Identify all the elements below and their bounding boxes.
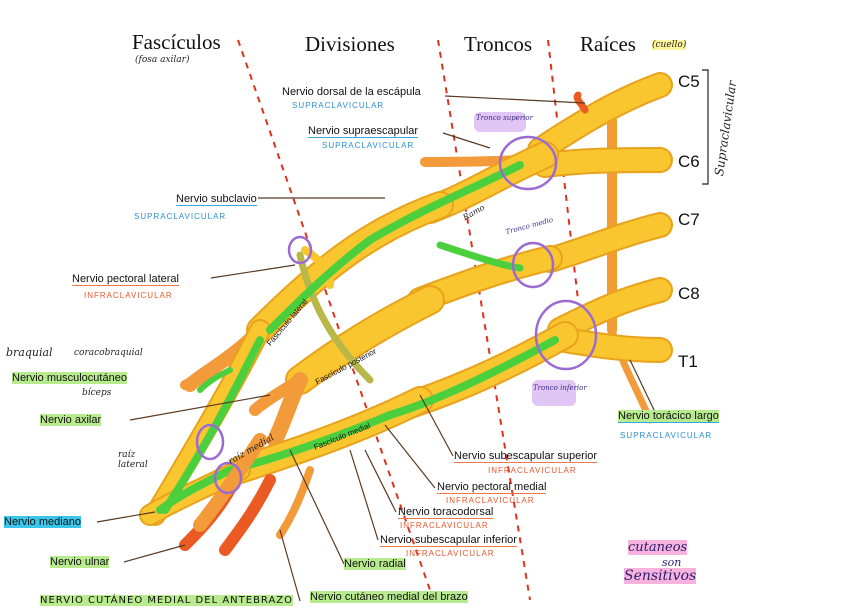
leader-lines bbox=[96, 95, 656, 602]
label-musculocutaneo: Nervio musculocutáneo bbox=[12, 372, 127, 384]
header-raices-note: (cuello) bbox=[652, 40, 687, 50]
label-dorsal-escapula: Nervio dorsal de la escápula bbox=[282, 86, 421, 98]
header-fasciculos: Fascículos bbox=[132, 30, 221, 54]
label-toracodorsal: Nervio toracodorsal bbox=[398, 506, 494, 519]
root-bracket bbox=[702, 69, 709, 185]
root-c5: C5 bbox=[678, 72, 700, 91]
group-subescapular-sup: INFRACLAVICULAR bbox=[488, 466, 577, 475]
peripheral-nerves bbox=[179, 365, 314, 556]
note-cutaneos: cutaneos bbox=[628, 540, 688, 555]
root-c7: C7 bbox=[678, 210, 700, 229]
label-cutaneo-brazo: Nervio cutáneo medial del brazo bbox=[310, 591, 468, 603]
note-biceps: bíceps bbox=[82, 388, 112, 398]
root-t1: T1 bbox=[678, 352, 698, 371]
group-supraescapular: SUPRACLAVICULAR bbox=[322, 141, 415, 150]
olive-branch bbox=[296, 251, 374, 384]
header-troncos: Troncos bbox=[464, 32, 533, 56]
label-subescapular-sup: Nervio subescapular superior bbox=[454, 450, 598, 463]
divider-fasciculos-divisiones bbox=[237, 39, 431, 591]
label-pectoral-medial: Nervio pectoral medial bbox=[437, 481, 547, 494]
group-subclavio: SUPRACLAVICULAR bbox=[134, 212, 227, 221]
header-fasciculos-note: (fosa axilar) bbox=[135, 55, 190, 65]
label-cutaneo-antebrazo: NERVIO CUTÁNEO MEDIAL DEL ANTEBRAZO bbox=[40, 595, 294, 606]
label-supraescapular: Nervio supraescapular bbox=[308, 125, 419, 138]
note-sensitivos: Sensitivos bbox=[624, 568, 697, 584]
label-ulnar: Nervio ulnar bbox=[50, 556, 110, 568]
group-toracodorsal: INFRACLAVICULAR bbox=[400, 521, 489, 530]
note-coracobraquial: coracobraquial bbox=[74, 348, 143, 358]
group-pectoral-medial: INFRACLAVICULAR bbox=[446, 496, 535, 505]
group-dorsal-escapula: SUPRACLAVICULAR bbox=[292, 101, 385, 110]
root-c6: C6 bbox=[678, 152, 700, 171]
note-braquial: braquial bbox=[6, 346, 53, 359]
label-pectoral-lateral: Nervio pectoral lateral bbox=[72, 273, 179, 286]
root-c8: C8 bbox=[678, 284, 700, 303]
dorsal-scapular-branch bbox=[573, 91, 589, 114]
label-mediano: Nervio mediano bbox=[4, 516, 82, 528]
note-son: son bbox=[662, 556, 682, 569]
label-toracico-largo: Nervio torácico largo bbox=[618, 410, 719, 423]
header-divisiones: Divisiones bbox=[305, 32, 395, 56]
label-subclavio: Nervio subclavio bbox=[176, 193, 257, 206]
note-tronco-superior: Tronco superior bbox=[476, 114, 533, 122]
label-subescapular-inf: Nervio subescapular inferior bbox=[380, 534, 517, 547]
purple-rings bbox=[195, 135, 598, 495]
divider-divisiones-troncos bbox=[437, 39, 531, 601]
group-subescapular-inf: INFRACLAVICULAR bbox=[406, 549, 495, 558]
header-raices: Raíces bbox=[580, 32, 636, 56]
label-raiz-lateral: raíz lateral bbox=[118, 450, 148, 470]
group-pectoral-lateral: INFRACLAVICULAR bbox=[84, 291, 173, 300]
trunks bbox=[396, 141, 579, 419]
roots bbox=[527, 72, 673, 363]
note-tronco-inferior: Tronco inferior bbox=[533, 384, 587, 392]
group-toracico-largo: SUPRACLAVICULAR bbox=[620, 431, 713, 440]
label-radial: Nervio radial bbox=[344, 558, 406, 570]
label-axilar: Nervio axilar bbox=[40, 414, 102, 426]
